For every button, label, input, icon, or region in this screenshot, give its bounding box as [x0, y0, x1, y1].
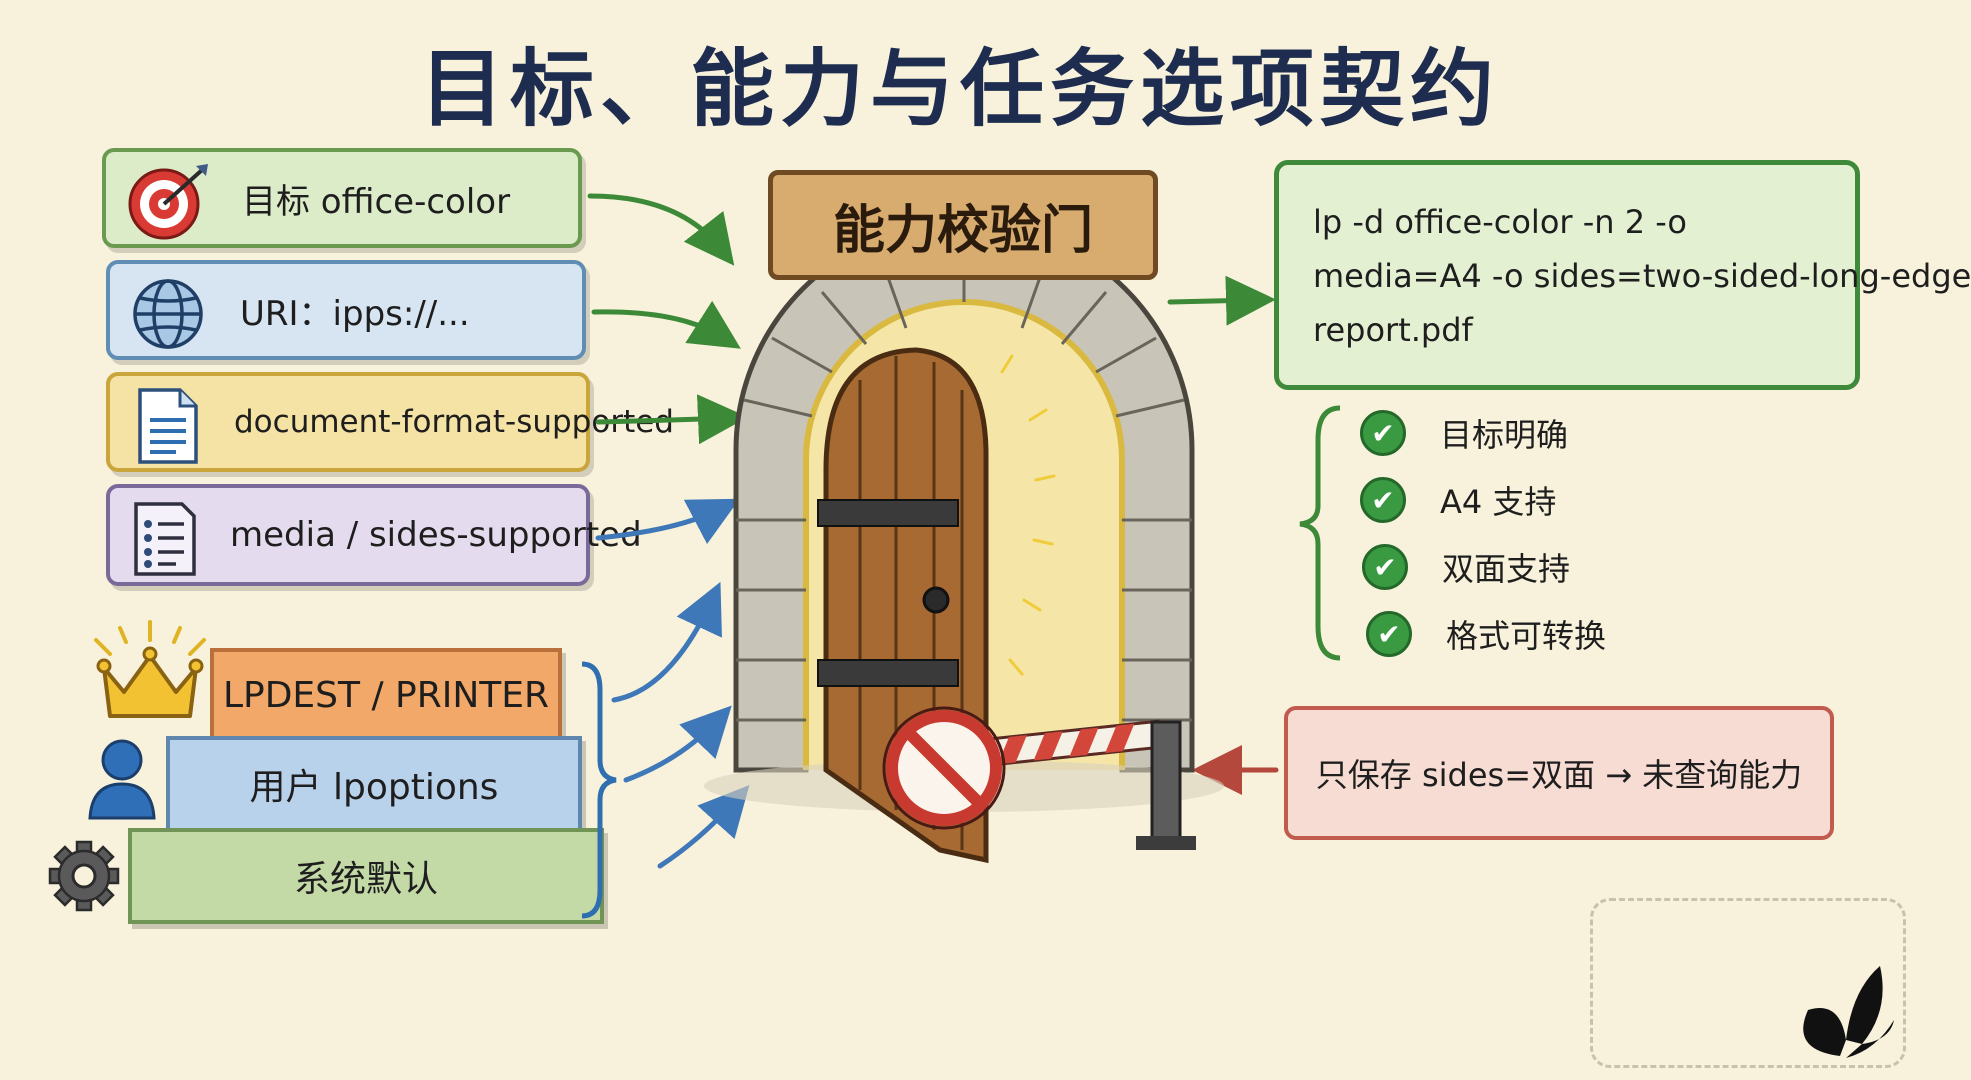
arrow-stack-to-gate-1 — [611, 581, 722, 703]
media-sides-card: media / sides-supported — [106, 484, 642, 587]
crown-icon — [94, 620, 206, 718]
gate-sign-label: 能力校验门 — [832, 200, 1093, 261]
target-icon — [126, 160, 210, 253]
command-box: lp -d office-color -n 2 -o media=A4 -o s… — [1274, 160, 1971, 390]
arrow-target-to-gate — [587, 193, 735, 266]
check-icon: ✔ — [1362, 544, 1408, 590]
system-default-block: 系统默认 — [128, 828, 604, 924]
command-line: media=A4 -o sides=two-sided-long-edge — [1313, 257, 1971, 295]
lpdest-printer-label: LPDEST / PRINTER — [222, 674, 550, 716]
check-item: ✔ 目标明确 — [1360, 410, 1568, 456]
check-label: A4 支持 — [1440, 483, 1557, 521]
check-item: ✔ 格式可转换 — [1366, 611, 1606, 657]
media-sides-label: media / sides-supported — [230, 515, 642, 555]
check-icon: ✔ — [1360, 477, 1406, 523]
target-label: 目标 office-color — [242, 181, 511, 222]
arrow-doc-to-gate — [595, 394, 748, 445]
check-label: 双面支持 — [1442, 550, 1571, 588]
check-item: ✔ A4 支持 — [1360, 477, 1556, 523]
check-label: 目标明确 — [1440, 416, 1569, 454]
glow-rays — [1000, 354, 1056, 676]
document-format-card: document-format-supported — [106, 372, 674, 475]
illustration-layer — [48, 193, 1894, 1058]
user-icon — [88, 739, 156, 820]
butterfly-logo — [1803, 966, 1894, 1058]
uri-label: URI：ipps://... — [240, 293, 470, 334]
page-title: 目标、能力与任务选项契约 — [419, 40, 1500, 138]
checklist-icon — [132, 500, 198, 587]
no-entry-sign-icon — [882, 706, 1006, 830]
uri-card: URI：ipps://... — [106, 260, 586, 360]
command-line: lp -d office-color -n 2 -o — [1313, 203, 1687, 241]
arrow-gate-to-command — [1167, 275, 1276, 326]
gate-sign: 能力校验门 — [768, 170, 1158, 280]
lpdest-printer-block: LPDEST / PRINTER — [210, 648, 562, 742]
arrow-stack-to-gate-2 — [623, 705, 732, 783]
check-icon: ✔ — [1360, 410, 1406, 456]
warning-box: 只保存 sides=双面 → 未查询能力 — [1284, 706, 1834, 840]
gear-icon — [48, 840, 120, 912]
empty-placeholder-frame — [1590, 898, 1906, 1068]
check-item: ✔ 双面支持 — [1362, 544, 1570, 590]
arrow-media-to-gate — [595, 498, 740, 545]
system-default-label: 系统默认 — [293, 859, 438, 900]
globe-icon — [130, 276, 206, 361]
arrow-uri-to-gate — [591, 300, 741, 349]
document-icon — [136, 386, 200, 475]
check-label: 格式可转换 — [1446, 617, 1607, 655]
warning-label: 只保存 sides=双面 → 未查询能力 — [1315, 756, 1803, 794]
target-card: 目标 office-color — [102, 148, 582, 248]
user-lpoptions-label: 用户 lpoptions — [249, 767, 499, 808]
checks-brace — [1299, 405, 1341, 661]
arrow-stack-to-gate-3 — [657, 785, 750, 869]
check-icon: ✔ — [1366, 611, 1412, 657]
command-line: report.pdf — [1313, 311, 1473, 349]
stack-bracket — [581, 661, 617, 919]
